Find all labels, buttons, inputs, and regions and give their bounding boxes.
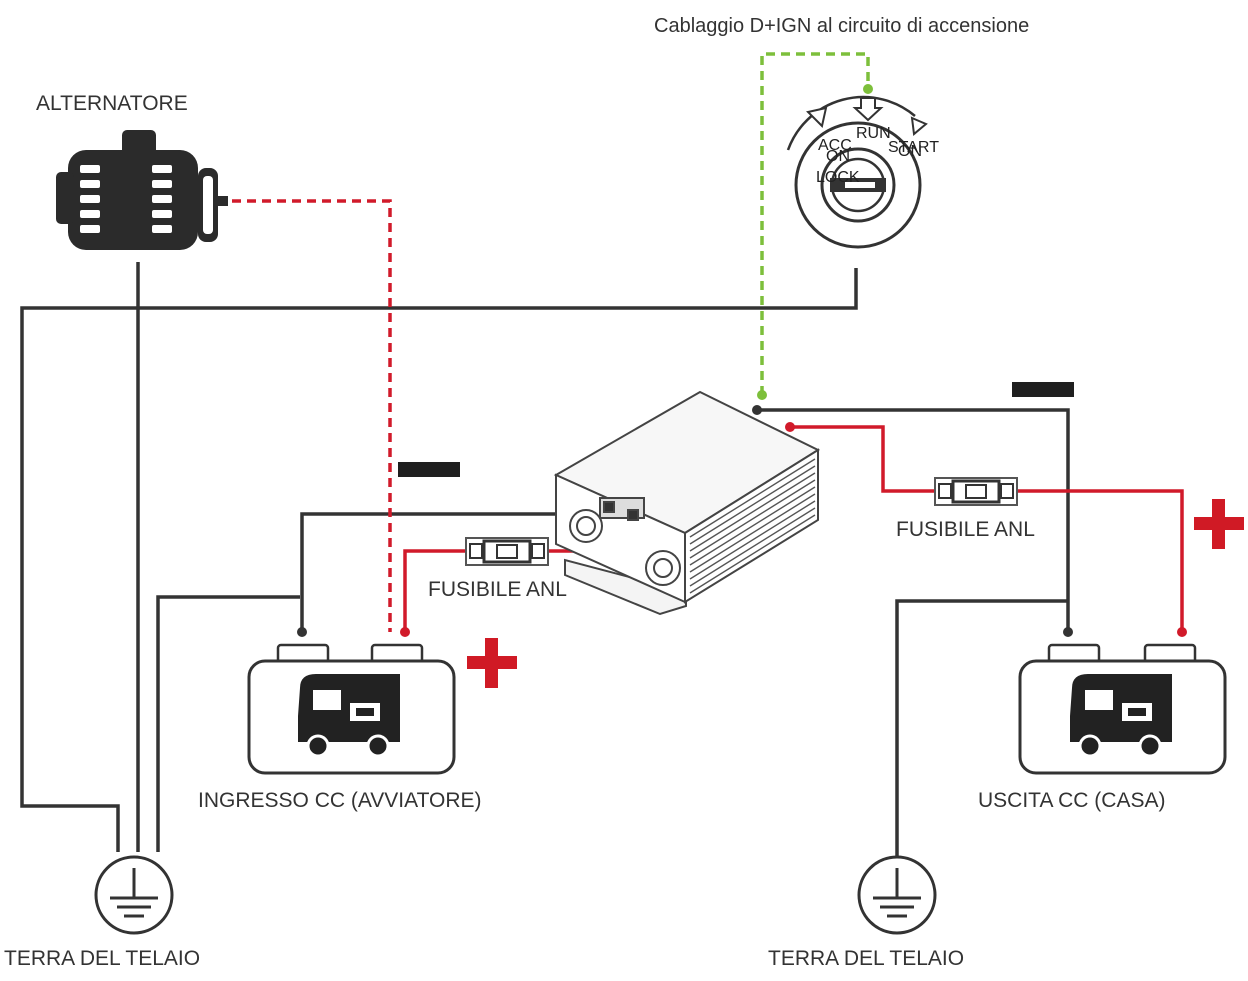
wire-input-positive bbox=[403, 549, 466, 632]
wire-output-neg-ground bbox=[895, 599, 1068, 860]
ignition-run-label: RUN bbox=[856, 125, 891, 142]
dot-input-neg bbox=[297, 627, 307, 637]
wire-converter-to-input-neg bbox=[300, 512, 602, 631]
ignition-start-sub: ON bbox=[898, 143, 922, 160]
ignition-lock-label: LOCK bbox=[816, 169, 860, 186]
dc-dc-charger-icon bbox=[553, 390, 821, 616]
fuse-left-label: FUSIBILE ANL bbox=[428, 578, 567, 601]
wire-alternator-d-plus bbox=[232, 199, 392, 632]
fuse-left-icon bbox=[465, 537, 549, 566]
ignition-start-label: START bbox=[888, 139, 939, 156]
alternator-label: ALTERNATORE bbox=[36, 92, 188, 115]
wire-converter-to-fuse-right bbox=[790, 425, 935, 493]
ignition-switch-icon: ACC ON RUN START ON LOCK bbox=[786, 95, 939, 249]
ignition-wiring-label: Cablaggio D+IGN al circuito di accension… bbox=[654, 15, 1029, 37]
ignition-acc-label: ACC bbox=[818, 137, 852, 154]
ignition-acc-sub: ON bbox=[826, 148, 850, 165]
fuse-right-icon bbox=[934, 477, 1018, 506]
dot-converter-neg bbox=[752, 405, 762, 415]
dot-green-bottom bbox=[757, 390, 767, 400]
ground-left-icon bbox=[94, 855, 174, 935]
wire-fuse-right-to-output bbox=[1016, 489, 1184, 632]
fuse-right-label: FUSIBILE ANL bbox=[896, 518, 1035, 541]
minus-symbol-right bbox=[1012, 382, 1074, 397]
wire-input-neg-ground bbox=[156, 595, 300, 852]
negative-wires bbox=[20, 262, 1070, 860]
battery-input-icon bbox=[247, 643, 456, 775]
input-battery-label: INGRESSO CC (AVVIATORE) bbox=[198, 789, 482, 812]
ground-right-label: TERRA DEL TELAIO bbox=[768, 947, 964, 970]
plus-symbol-left bbox=[467, 638, 517, 688]
wire-ign-green bbox=[760, 52, 870, 395]
dot-output-neg bbox=[1063, 627, 1073, 637]
wire-converter-to-output-neg bbox=[757, 408, 1070, 631]
output-battery-label: USCITA CC (CASA) bbox=[978, 789, 1165, 812]
dot-output-pos bbox=[1177, 627, 1187, 637]
wire-ignition-to-left-ground bbox=[20, 268, 858, 852]
battery-output-icon bbox=[1018, 643, 1227, 775]
minus-symbol-left bbox=[398, 462, 460, 477]
plus-symbol-right bbox=[1194, 499, 1244, 549]
ground-right-icon bbox=[857, 855, 937, 935]
connection-dots bbox=[297, 84, 1187, 637]
ground-left-label: TERRA DEL TELAIO bbox=[4, 947, 200, 970]
dot-green-top bbox=[863, 84, 873, 94]
dot-input-pos bbox=[400, 627, 410, 637]
alternator-icon bbox=[56, 130, 228, 250]
dot-converter-pos bbox=[785, 422, 795, 432]
